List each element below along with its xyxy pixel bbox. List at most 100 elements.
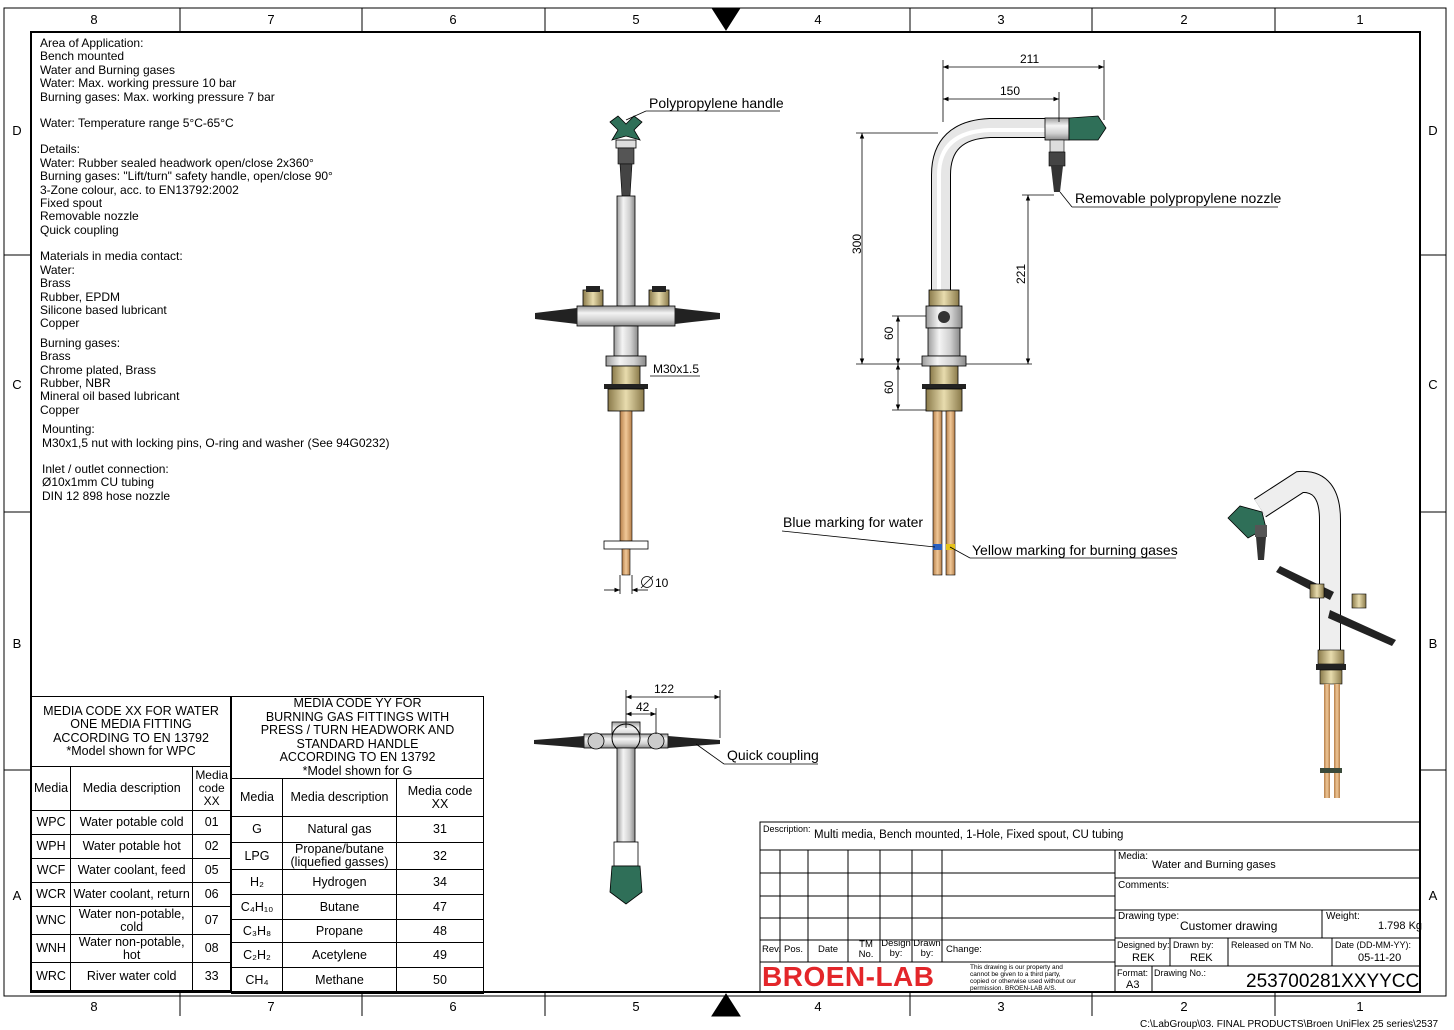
label-removable-nozzle: Removable polypropylene nozzle [1075,190,1281,206]
broen-lab-logo: BROEN-LAB [762,961,935,992]
media-label: Media: [1118,851,1149,862]
column-label: 2 [1180,12,1187,27]
column-label: 7 [267,999,274,1014]
gas-material: Chrome plated, Brass [40,362,157,377]
column-label: 8 [90,999,97,1014]
column-label: 2 [1180,999,1187,1014]
pos-label: Pos. [784,944,804,955]
description-value: Multi media, Bench mounted, 1-Hole, Fixe… [814,829,1124,841]
label-thread: M30x1.5 [653,362,699,376]
column-label: 4 [814,999,821,1014]
row-labels: D C B A D C B A [12,123,1437,903]
drawn-by-value: REK [1190,952,1213,964]
column-label: 1 [1356,999,1363,1014]
table-header: Media code XX [396,778,484,817]
designed-by-value: REK [1132,952,1155,964]
water-table-title: MEDIA CODE XX FOR WATER ONE MEDIA FITTIN… [31,696,231,767]
released-label: Released on TM No. [1231,940,1314,950]
side-view [921,115,1107,576]
media-value: Water and Burning gases [1152,859,1276,871]
top-view [534,721,720,905]
sheet-frame [3,7,1447,1017]
dim-60a: 60 [882,326,896,340]
inlet-line: DIN 12 898 hose nozzle [42,488,171,503]
row-label: A [1429,888,1438,903]
rev-label: Rev. [762,944,781,955]
gas-material: Rubber, NBR [40,375,111,390]
column-label: 3 [997,999,1004,1014]
date-value: 05-11-20 [1358,952,1402,964]
row-label: C [12,377,21,392]
drawing-no-label: Drawing No.: [1154,968,1207,978]
row-label: B [1429,636,1438,651]
gas-material: Copper [40,402,80,417]
column-label: 5 [632,12,639,27]
design-by-label: Design by: [881,938,911,959]
comments-label: Comments: [1118,880,1170,891]
row-label: A [13,888,22,903]
table-header: Media code XX [192,766,231,811]
inlet-line: Ø10x1mm CU tubing [42,475,155,490]
label-polypropylene-handle: Polypropylene handle [649,95,784,111]
details-heading: Details: [40,142,81,157]
dim-150: 150 [1000,84,1020,98]
column-label: 3 [997,12,1004,27]
file-path: C:\LabGroup\03. FINAL PRODUCTS\Broen Uni… [1140,1019,1439,1030]
details-line: Removable nozzle [40,209,139,224]
legal-notice: This drawing is our property and cannot … [970,964,1076,992]
area-line: Burning gases: Max. working pressure 7 b… [40,89,275,104]
table-header: Media description [70,766,194,811]
column-labels-top: 8 7 6 5 4 3 2 1 [90,12,1363,27]
water-material: Rubber, EPDM [40,289,121,304]
designed-by-label: Designed by: [1117,940,1170,950]
front-view [535,115,720,576]
tm-no-label: TM No. [858,939,874,960]
details-line: 3-Zone colour, acc. to EN13792:2002 [40,182,239,197]
gas-heading: Burning gases: [40,335,121,350]
inlet-heading: Inlet / outlet connection: [42,461,169,476]
column-label: 1 [1356,12,1363,27]
area-line: Bench mounted [40,49,125,64]
row-label: B [13,636,22,651]
annotation-texts: Polypropylene handle Removable polypropy… [636,52,1281,763]
table-header: Media [231,778,283,817]
drawn-by-label: Drawn by: [913,938,941,959]
annotations [604,60,1278,765]
label-yellow-marking: Yellow marking for burning gases [972,542,1178,558]
change-label: Change: [946,944,982,955]
row-label: D [1428,123,1437,138]
isometric-view [1227,470,1396,798]
handle-icon [609,115,643,197]
label-quick-coupling: Quick coupling [727,747,819,763]
details-line: Quick coupling [40,222,119,237]
details-line: Water: Rubber sealed headwork open/close… [40,155,314,170]
gas-material: Mineral oil based lubricant [40,389,180,404]
title-block-lines [759,821,1421,993]
dim-211: 211 [1020,52,1039,66]
drawing-type-label: Drawing type: [1118,911,1180,922]
column-label: 6 [449,12,456,27]
table-header: Media description [282,778,397,817]
area-line: Water and Burning gases [40,62,175,77]
row-label: D [12,123,21,138]
dim-221: 221 [1014,264,1028,284]
gas-material: Brass [40,349,71,364]
table-header: Media [30,766,72,811]
details-line: Burning gases: "Lift/turn" safety handle… [40,169,333,184]
dim-42: 42 [636,700,650,714]
row-label: C [1428,377,1437,392]
water-material: Copper [40,316,80,331]
date-label: Date [818,944,839,955]
specification-text: Area of Application: Bench mounted Water… [40,36,460,503]
